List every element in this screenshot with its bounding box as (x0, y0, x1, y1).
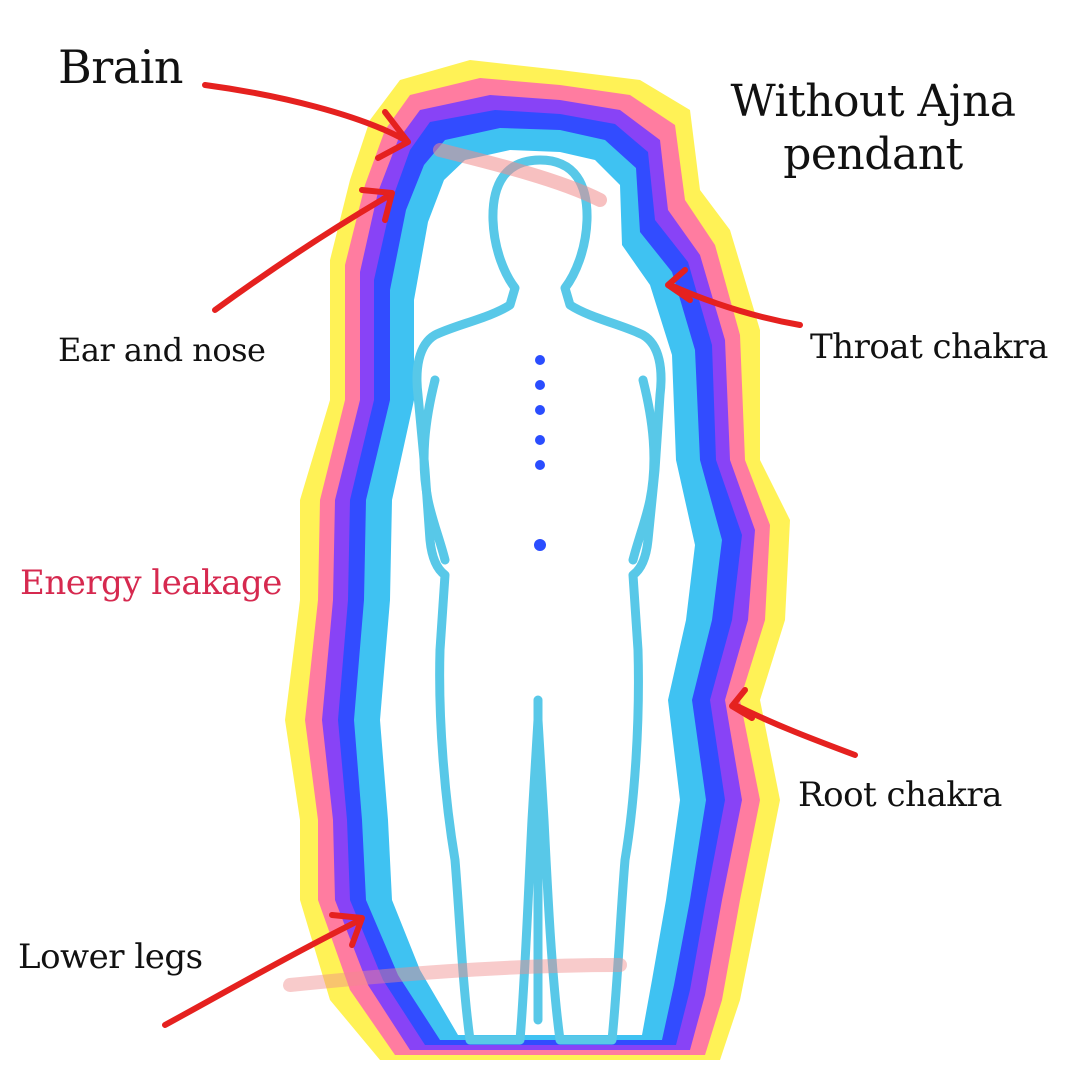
chakra-dots (534, 355, 546, 551)
right-arm (628, 375, 659, 565)
left-arm (419, 375, 450, 565)
aura-field (285, 60, 790, 1060)
label-brain: Brain (58, 40, 184, 94)
lower-legs-arrow (162, 917, 363, 1028)
title-line-2: pendant (783, 128, 963, 180)
dot (535, 460, 545, 470)
throat-arrowhead (665, 267, 693, 303)
label-lower-legs: Lower legs (18, 937, 203, 977)
title-without-ajna-pendant: Without Ajna pendant (728, 76, 1018, 182)
annotation-arrows (162, 82, 858, 1028)
ear-nose-arrowhead (359, 187, 395, 223)
brain-arrowhead (375, 109, 411, 161)
aura-inner-white (380, 150, 695, 1035)
throat-arrow (667, 282, 803, 328)
dot (535, 355, 545, 365)
label-energy-leakage: Energy leakage (20, 563, 282, 603)
brain-arrow (202, 82, 408, 143)
root-arrowhead (729, 687, 755, 721)
navel-dot (534, 539, 546, 551)
dot (535, 405, 545, 415)
lower-legs-arrowhead (329, 912, 365, 948)
label-throat-chakra: Throat chakra (810, 327, 1048, 367)
title-line-1: Without Ajna (730, 76, 1016, 127)
label-root-chakra: Root chakra (798, 775, 1002, 815)
faded-legs-stroke (283, 958, 627, 992)
dot (535, 380, 545, 390)
label-ear-and-nose: Ear and nose (58, 331, 266, 369)
body-outline (412, 155, 666, 1045)
ear-nose-arrow (212, 192, 393, 313)
faded-head-stroke (433, 143, 607, 207)
root-arrow (732, 702, 858, 758)
dot (535, 435, 545, 445)
